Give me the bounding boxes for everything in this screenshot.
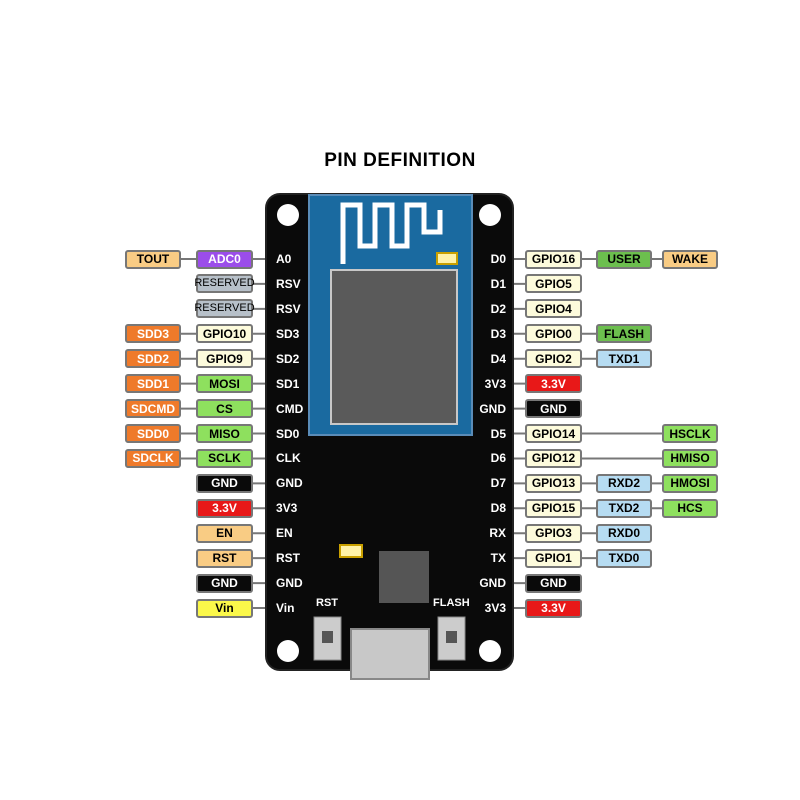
pin-label-left: CMD [276, 401, 304, 416]
pin-label-left: SD0 [276, 426, 300, 441]
pin-tag-mosi: MOSI [196, 374, 253, 394]
pin-label-left: Vin [276, 601, 295, 616]
pin-label-right: D4 [490, 351, 506, 366]
pin-tag-3-3v: 3.3V [196, 498, 253, 518]
pin-tag-3-3v: 3.3V [525, 598, 582, 618]
pin-tag-gpio12: GPIO12 [525, 448, 582, 468]
pin-tag-gnd: GND [196, 473, 253, 493]
pin-label-left: CLK [276, 451, 301, 466]
mount-hole-br [479, 640, 501, 662]
pin-tag-en: EN [196, 523, 253, 543]
pin-label-right: GND [479, 576, 506, 591]
flash-button-label: FLASH [433, 597, 470, 609]
pin-tag-sclk: SCLK [196, 448, 253, 468]
pin-label-left: EN [276, 526, 293, 541]
usb-chip [379, 551, 429, 603]
pin-tag-gpio16: GPIO16 [525, 249, 582, 269]
pin-tag-hmosi: HMOSI [662, 473, 718, 493]
pin-tag-reserved: RESERVED [194, 274, 255, 294]
pin-label-left: RSV [276, 276, 301, 291]
pin-tag-rxd0: RXD0 [596, 523, 652, 543]
pin-label-right: 3V3 [484, 601, 506, 616]
pin-label-left: A0 [276, 252, 292, 266]
pin-tag-cs: CS [196, 399, 253, 419]
pin-tag-hcs: HCS [662, 498, 718, 518]
pin-label-right: RX [489, 526, 506, 541]
pin-tag-gpio14: GPIO14 [525, 424, 582, 443]
pin-tag-sdd0: SDD0 [125, 424, 181, 443]
pin-tag-vin: Vin [196, 598, 253, 618]
pin-tag-gpio10: GPIO10 [196, 324, 253, 344]
pin-tag-wake: WAKE [662, 249, 718, 269]
pin-tag-user: USER [596, 249, 652, 269]
mount-hole-tr [479, 204, 501, 226]
pin-tag-rst: RST [196, 548, 253, 568]
pin-tag-hsclk: HSCLK [662, 424, 718, 443]
pin-tag-gpio13: GPIO13 [525, 473, 582, 493]
pin-tag-3-3v: 3.3V [525, 374, 582, 394]
pin-label-left: RST [276, 551, 300, 566]
pin-tag-sdd2: SDD2 [125, 349, 181, 369]
pin-tag-gpio3: GPIO3 [525, 523, 582, 543]
pin-tag-gnd: GND [525, 573, 582, 593]
pin-tag-gnd: GND [196, 573, 253, 593]
pin-tag-sdd3: SDD3 [125, 324, 181, 344]
pin-label-right: D3 [490, 326, 506, 341]
pin-tag-reserved: RESERVED [194, 299, 255, 319]
pin-tag-adc0: ADC0 [196, 249, 253, 269]
pin-label-left: SD1 [276, 376, 300, 391]
pin-label-right: D8 [490, 501, 506, 516]
pin-label-left: 3V3 [276, 501, 298, 516]
pin-label-right: D7 [490, 476, 506, 491]
pin-label-right: D0 [490, 252, 506, 266]
pin-tag-txd2: TXD2 [596, 498, 652, 518]
rst-button-label: RST [316, 597, 338, 609]
pin-label-right: D5 [490, 426, 506, 441]
pin-label-left: RSV [276, 301, 301, 316]
pin-tag-tout: TOUT [125, 249, 181, 269]
pin-tag-gpio1: GPIO1 [525, 548, 582, 568]
pin-tag-hmiso: HMISO [662, 448, 718, 468]
antenna-trace [340, 202, 443, 264]
mount-hole-tl [277, 204, 299, 226]
pin-tag-sdcmd: SDCMD [125, 399, 181, 419]
pin-label-left: SD3 [276, 326, 300, 341]
pin-tag-txd0: TXD0 [596, 548, 652, 568]
pin-tag-gpio9: GPIO9 [196, 349, 253, 369]
diagram-title: PIN DEFINITION [324, 150, 476, 171]
pin-label-left: GND [276, 576, 303, 591]
module-shield [330, 269, 458, 425]
pin-label-right: GND [479, 401, 506, 416]
pin-label-left: GND [276, 476, 303, 491]
pin-label-right: 3V3 [484, 376, 506, 391]
pin-tag-gpio15: GPIO15 [525, 498, 582, 518]
pin-tag-gnd: GND [525, 399, 582, 419]
pin-tag-sdclk: SDCLK [125, 448, 181, 468]
pin-tag-gpio5: GPIO5 [525, 274, 582, 294]
usb-port [350, 628, 430, 680]
pin-label-right: D1 [490, 276, 506, 291]
pin-tag-flash: FLASH [596, 324, 652, 344]
pin-tag-miso: MISO [196, 424, 253, 443]
pin-label-right: TX [490, 551, 506, 566]
pin-tag-txd1: TXD1 [596, 349, 652, 369]
pin-tag-gpio2: GPIO2 [525, 349, 582, 369]
pin-tag-gpio4: GPIO4 [525, 299, 582, 319]
mount-hole-bl [277, 640, 299, 662]
pin-label-right: D6 [490, 451, 506, 466]
pin-tag-sdd1: SDD1 [125, 374, 181, 394]
pin-tag-gpio0: GPIO0 [525, 324, 582, 344]
pin-label-left: SD2 [276, 351, 300, 366]
status-led [436, 252, 458, 265]
pin-label-right: D2 [490, 301, 506, 316]
power-led [339, 544, 363, 558]
pin-tag-rxd2: RXD2 [596, 473, 652, 493]
